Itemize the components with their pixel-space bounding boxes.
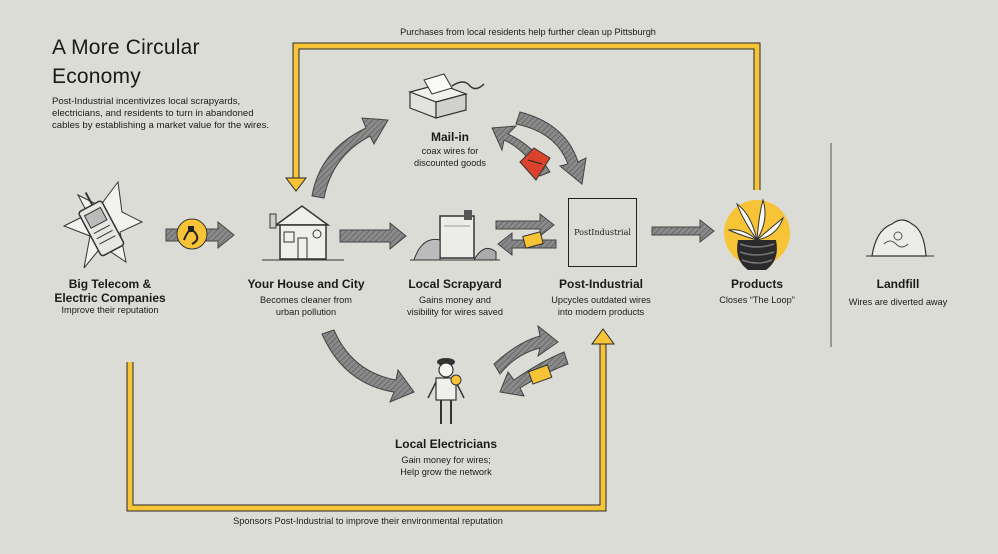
node-mail-in: Mail-in coax wires for discounted goods	[380, 130, 520, 169]
node-big-telecom: Big Telecom & Electric Companies Improve…	[30, 277, 190, 317]
mail-in-title: Mail-in	[431, 130, 469, 144]
post-industrial-title: Post-Industrial	[558, 277, 643, 291]
node-products: Products Closes “The Loop”	[697, 277, 817, 307]
electricians-desc-2: Help grow the network	[400, 466, 492, 477]
intro-text: Post-Industrial incentivizes local scrap…	[52, 96, 270, 131]
landfill-title: Landfill	[876, 277, 920, 291]
house-city-title: Your House and City	[247, 277, 365, 291]
house-to-scrapyard-arrow	[339, 221, 407, 251]
postindustrial-mailin-arrows	[491, 111, 587, 185]
scrapyard-icon	[410, 210, 500, 261]
electrician-icon	[427, 358, 465, 424]
mail-box-icon	[408, 73, 485, 119]
bottom-loop-yellow-line	[126, 328, 615, 512]
node-house-city: Your House and City Becomes cleaner from…	[226, 277, 386, 318]
landfill-icon	[866, 219, 934, 257]
big-telecom-desc: Improve their reputation	[61, 305, 159, 315]
house-city-desc-1: Becomes cleaner from	[260, 295, 352, 305]
cash-icon	[522, 231, 544, 249]
postindustrial-to-products-arrow	[651, 218, 715, 244]
products-desc: Closes “The Loop”	[719, 295, 795, 305]
top-loop-yellow-line	[284, 42, 761, 192]
products-vase-icon	[724, 198, 790, 270]
postindustrial-logo: PostIndustrial	[568, 198, 637, 267]
postindustrial-logo-text: PostIndustrial	[574, 228, 631, 237]
top-flow-label: Purchases from local residents help furt…	[400, 27, 656, 37]
page-title: A More Circular Economy	[52, 33, 200, 91]
bottom-flow-label: Sponsors Post-Industrial to improve thei…	[233, 516, 503, 526]
post-industrial-desc-2: into modern products	[557, 306, 645, 317]
cash-icon-2	[527, 364, 553, 385]
node-scrapyard: Local Scrapyard Gains money and visibili…	[385, 277, 525, 318]
title-line-1: A More Circular	[52, 36, 200, 59]
big-telecom-title-1: Big Telecom &	[68, 277, 152, 291]
scrapyard-title: Local Scrapyard	[408, 277, 502, 291]
house-to-mailin-arrow	[311, 117, 389, 199]
mail-in-desc-2: discounted goods	[413, 157, 487, 168]
post-industrial-desc-1: Upcycles outdated wires	[551, 295, 651, 305]
scrapyard-desc-1: Gains money and	[418, 295, 491, 305]
mail-in-desc-1: coax wires for	[421, 146, 479, 156]
telecom-to-house-arrow	[165, 218, 235, 250]
electricians-desc-1: Gain money for wires;	[401, 455, 491, 465]
node-post-industrial: Post-Industrial Upcycles outdated wires …	[531, 277, 671, 318]
products-title: Products	[730, 277, 783, 291]
house-to-electricians-arrow	[321, 329, 415, 403]
landfill-desc: Wires are diverted away	[848, 297, 948, 307]
node-electricians: Local Electricians Gain money for wires;…	[376, 437, 516, 478]
big-telecom-title-2: Electric Companies	[54, 291, 166, 305]
money-tag-icon	[519, 147, 551, 181]
electricians-title: Local Electricians	[394, 437, 498, 451]
telecom-phone-icon	[62, 180, 144, 269]
scrapyard-postindustrial-arrows	[495, 212, 557, 257]
electricians-postindustrial-arrows	[493, 324, 569, 397]
node-landfill: Landfill Wires are diverted away	[838, 277, 958, 309]
house-city-desc-2: urban pollution	[275, 306, 337, 317]
house-icon	[262, 205, 344, 261]
scrapyard-desc-2: visibility for wires saved	[407, 306, 503, 317]
title-line-2: Economy	[52, 65, 141, 88]
